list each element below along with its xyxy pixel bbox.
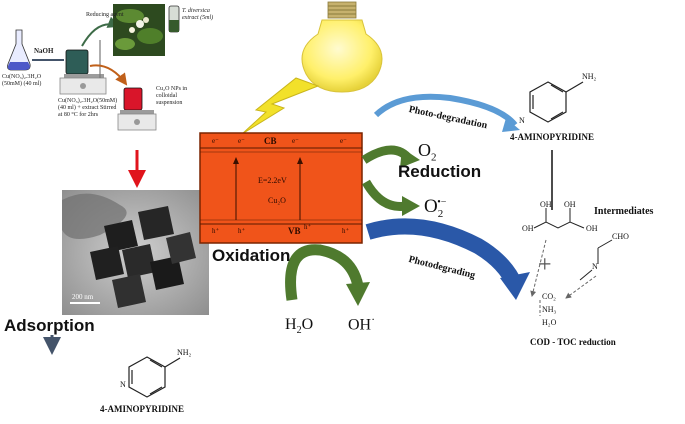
light-bulb — [301, 1, 383, 93]
o2-subscript: 2 — [431, 151, 437, 164]
superoxide-label: O2•− — [424, 196, 446, 220]
reduction-label: Reduction — [398, 162, 482, 181]
cu2o-semiconductor-box — [199, 132, 363, 244]
vb-hole-3: h⁺ — [304, 223, 312, 231]
material-label: Cu₂O — [268, 196, 286, 205]
beaker2-label: Cu₂O NPs in colloidal suspension — [156, 86, 188, 106]
intermediate-oh-3: OH — [564, 200, 576, 209]
intermediates-label: Intermediates — [594, 206, 654, 217]
bottom-ring-n-label: N — [120, 380, 126, 389]
bandgap-label: E=2.2eV — [258, 176, 287, 185]
hydroxyl-symbol: OH — [348, 316, 372, 334]
hydroxyl-label: OH· — [348, 312, 375, 334]
extract-label: T. diversica extract (5ml) — [182, 8, 214, 21]
cod-toc-label: COD - TOC reduction — [530, 337, 616, 347]
superoxide-symbol: O — [424, 196, 438, 217]
oxidation-label: Oxidation — [212, 246, 291, 265]
plant-photo — [113, 4, 165, 56]
o2-symbol: O — [418, 140, 431, 160]
top-nh2-label: NH₂ — [582, 72, 597, 81]
dotted-arrow-right — [565, 275, 597, 299]
intermediate-oh-2: OH — [540, 200, 552, 209]
cb-label: CB — [264, 136, 277, 146]
top-ring-n-label: N — [519, 116, 525, 125]
cb-electron-1: e⁻ — [212, 137, 219, 145]
erlenmeyer-flask — [7, 29, 31, 71]
aminopyridine-top-label: 4-AMINOPYRIDINE — [510, 132, 594, 142]
hydroxyl-radical-dot: · — [371, 312, 376, 326]
water-subscript: 2 — [296, 325, 302, 337]
superoxide-superscript: •− — [437, 196, 447, 208]
intermediate-polyol — [533, 208, 585, 229]
photodegrading-arrow — [365, 218, 523, 289]
reducing-agent-label: Reducing agent — [86, 12, 124, 18]
vb-label: VB — [288, 226, 301, 236]
oxidation-green-arrow — [285, 244, 364, 301]
intermediate-formamide — [579, 239, 613, 281]
lightning-bolt — [241, 77, 320, 135]
water-h: H — [285, 316, 297, 333]
cho-label: CHO — [612, 232, 629, 241]
intermediate-oh-1: OH — [522, 224, 534, 233]
cb-electron-4: e⁻ — [340, 137, 347, 145]
water-label: H2O — [285, 316, 313, 336]
h2o-product-label: H₂O — [542, 318, 557, 327]
intermediate-oh-4: OH — [586, 224, 598, 233]
water-o: O — [301, 316, 314, 333]
naoh-label: NaOH — [34, 47, 54, 55]
adsorption-label: Adsorption — [4, 316, 95, 335]
vb-hole-2: h⁺ — [238, 227, 246, 235]
superoxide-green-arrow — [362, 179, 407, 211]
vb-hole-1: h⁺ — [212, 227, 220, 235]
hotplate-stirrer-2 — [117, 87, 157, 131]
vb-hole-4: h⁺ — [342, 227, 350, 235]
hotplate-stirrer-1 — [59, 40, 107, 95]
nh3-label: NH₃ — [542, 305, 557, 314]
tem-scale-bar-label: 200 nm — [72, 293, 94, 301]
superoxide-subscript: 2 — [437, 207, 444, 220]
photo-degradation-arrow — [373, 93, 518, 127]
formamide-n-label: N — [592, 262, 598, 271]
bottom-nh2-label: NH₂ — [177, 348, 192, 357]
transfer-arrow — [89, 64, 128, 86]
cb-electron-2: e⁻ — [238, 137, 245, 145]
extract-vial — [168, 5, 180, 33]
o2-label: O2 — [418, 140, 437, 164]
plus-sign: + — [538, 252, 552, 278]
tem-image — [62, 190, 209, 315]
co2-label: CO₂ — [542, 292, 556, 301]
flask-label: Cu(NO₃)₂.3H₂O (50mM) (40 ml) — [2, 74, 42, 87]
beaker1-label: Cu(NO₃)₂.3H₂O(50mM) (40 ml) + extract St… — [58, 98, 118, 118]
aminopyridine-bottom-label: 4-AMINOPYRIDINE — [100, 404, 184, 414]
aminopyridine-top-structure — [529, 81, 584, 123]
aminopyridine-bottom-structure — [128, 356, 181, 398]
cb-electron-3: e⁻ — [292, 137, 299, 145]
